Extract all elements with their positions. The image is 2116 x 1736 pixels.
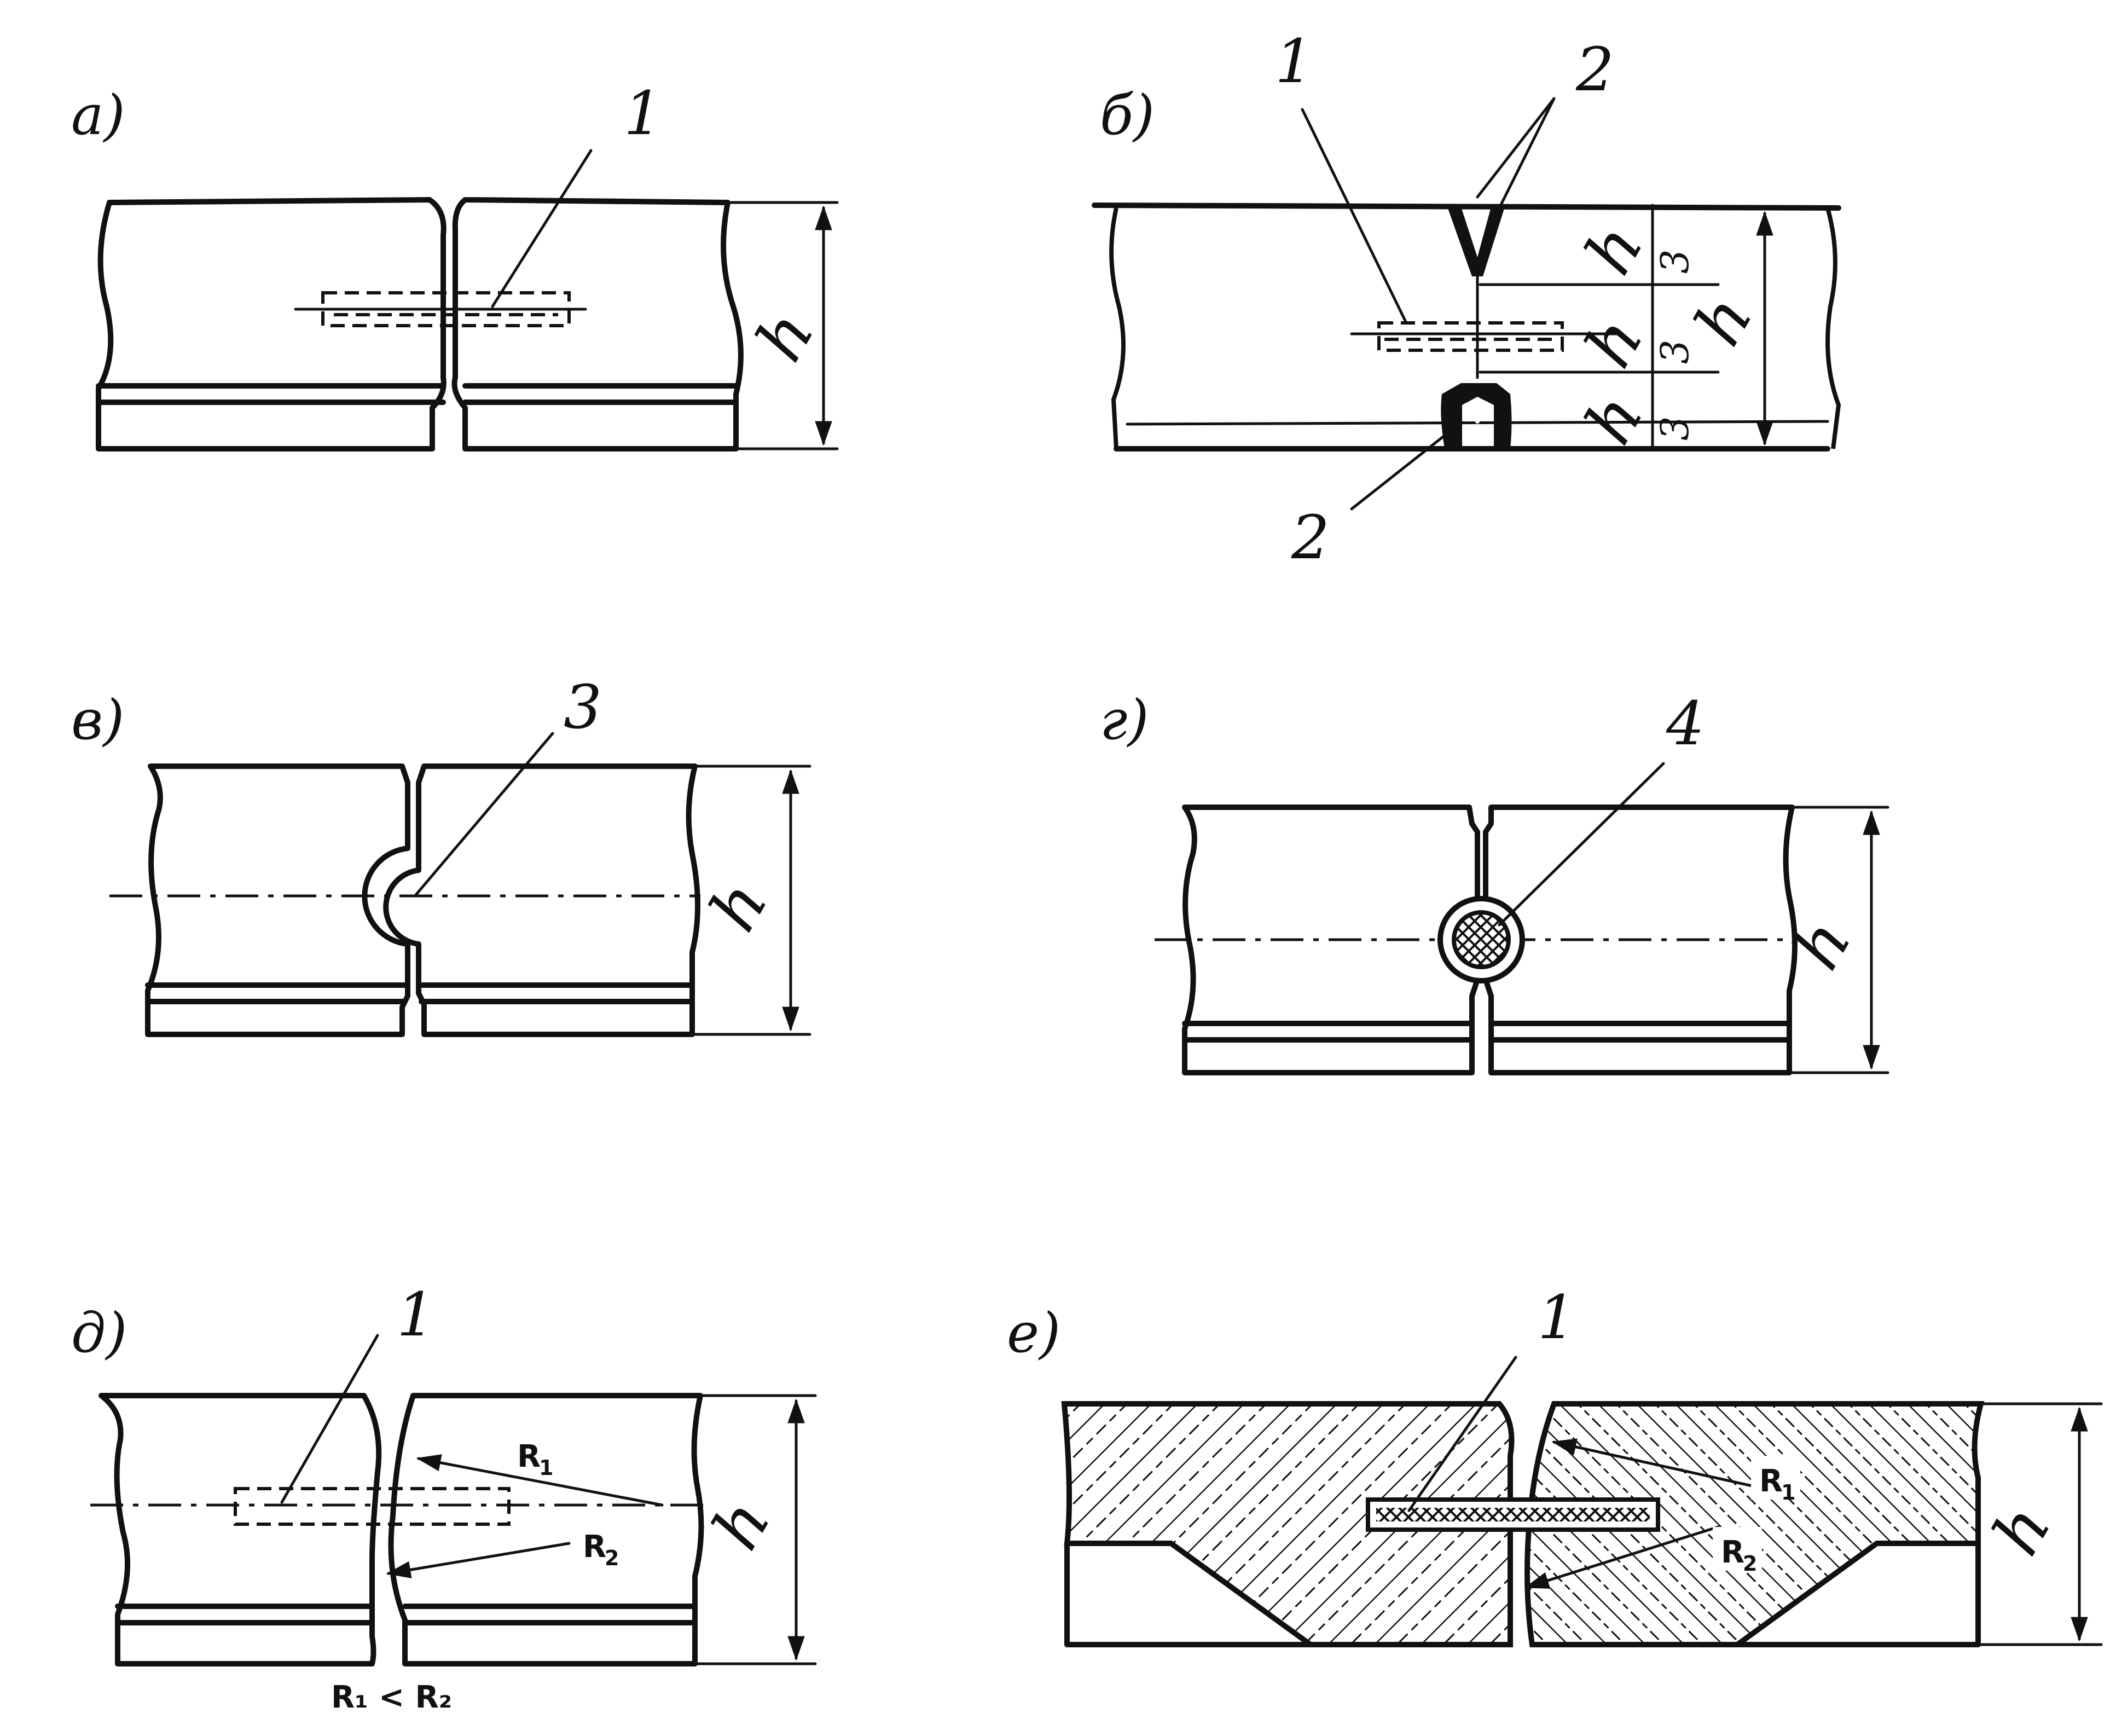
seg-h-label: h bbox=[1571, 305, 1658, 380]
v-weld-top bbox=[1447, 207, 1505, 276]
r1-arrow bbox=[416, 1454, 664, 1507]
panel-e-label: е) bbox=[1007, 1301, 1060, 1365]
r2-label: R bbox=[583, 1529, 606, 1565]
r1-label: R bbox=[517, 1439, 541, 1474]
panel-v-label: в) bbox=[71, 688, 124, 752]
rail-right bbox=[1483, 805, 1798, 1075]
callout-leader bbox=[414, 732, 554, 896]
rail-right bbox=[451, 197, 744, 452]
panel-b: б) 1 2 2 h h h h 3 3 bbox=[1092, 26, 1841, 572]
seg-3-label: 3 bbox=[1653, 339, 1697, 364]
r2-sub: 2 bbox=[605, 1546, 619, 1570]
r2-arrow bbox=[386, 1542, 571, 1578]
r1-sub: 1 bbox=[539, 1456, 553, 1480]
callout-leader bbox=[1407, 1356, 1517, 1512]
callout-1: 1 bbox=[624, 78, 662, 148]
rail-left bbox=[98, 1393, 382, 1666]
panel-a-label: а) bbox=[71, 83, 125, 147]
callout-leader bbox=[1498, 762, 1665, 927]
r1-label: R bbox=[1759, 1463, 1783, 1499]
callout-3: 3 bbox=[564, 672, 602, 742]
dim-h-label: h bbox=[1979, 1493, 2066, 1567]
panel-d-label: д) bbox=[71, 1301, 127, 1365]
dim-h-label: h bbox=[698, 1488, 785, 1562]
callout-leader bbox=[1498, 97, 1556, 210]
radius-relation: R₁ < R₂ bbox=[331, 1680, 452, 1715]
joint-pin bbox=[234, 1487, 511, 1526]
joint-pin bbox=[1377, 321, 1564, 352]
dim-h-label: h bbox=[742, 299, 829, 373]
r2-label-bg bbox=[1713, 1527, 1762, 1571]
r1-sub: 1 bbox=[1781, 1480, 1795, 1504]
r1-label-bg bbox=[1751, 1456, 1800, 1500]
r2-sub: 2 bbox=[1743, 1552, 1757, 1576]
panel-g-label: г) bbox=[1100, 688, 1149, 752]
seg-3-label: 3 bbox=[1653, 249, 1697, 274]
dim-h-label: h bbox=[695, 869, 782, 944]
callout-leader bbox=[280, 1334, 379, 1504]
r2-label: R bbox=[1721, 1535, 1744, 1570]
rail-right bbox=[388, 1393, 704, 1666]
panel-a: а) 1 h bbox=[71, 78, 839, 452]
panel-g: г) 4 h bbox=[1100, 688, 1889, 1075]
break-line-right bbox=[1825, 207, 1841, 449]
rail-left bbox=[96, 197, 447, 452]
callout-leader bbox=[1476, 97, 1556, 199]
rail-right-section bbox=[1524, 1401, 1985, 1647]
joint-pin-fill bbox=[1376, 1508, 1650, 1521]
panel-e: е) R 1 R 2 1 h bbox=[1007, 1282, 2103, 1647]
rail-left-base bbox=[1064, 1541, 1313, 1647]
joint-insert-core bbox=[1452, 910, 1511, 969]
r1-arrow bbox=[1551, 1438, 1791, 1496]
callout-leader bbox=[1301, 108, 1408, 325]
break-line-left bbox=[1109, 207, 1126, 449]
seg-h-label: h bbox=[1571, 212, 1658, 287]
panel-b-label: б) bbox=[1100, 83, 1155, 147]
callout-1: 1 bbox=[397, 1280, 435, 1350]
callout-leader bbox=[1350, 425, 1457, 511]
rail-left bbox=[1182, 805, 1480, 1075]
callout-4: 4 bbox=[1666, 688, 1705, 759]
callout-1: 1 bbox=[1538, 1282, 1576, 1352]
callout-2-top: 2 bbox=[1575, 34, 1614, 105]
rail-right bbox=[383, 763, 700, 1037]
panel-v: в) 3 h bbox=[71, 672, 811, 1037]
seg-h-label: h bbox=[1571, 382, 1658, 456]
callout-leader bbox=[491, 149, 593, 308]
panel-d: д) R 1 R 2 R₁ < R₂ 1 h bbox=[71, 1280, 817, 1715]
callout-2-bottom: 2 bbox=[1291, 502, 1330, 572]
seg-3-label: 3 bbox=[1653, 416, 1697, 441]
rail-top-line bbox=[1092, 202, 1841, 211]
callout-1: 1 bbox=[1275, 26, 1313, 96]
weld-bottom bbox=[1441, 383, 1512, 449]
rail-left bbox=[145, 763, 410, 1037]
r2-arrow bbox=[1524, 1525, 1720, 1589]
